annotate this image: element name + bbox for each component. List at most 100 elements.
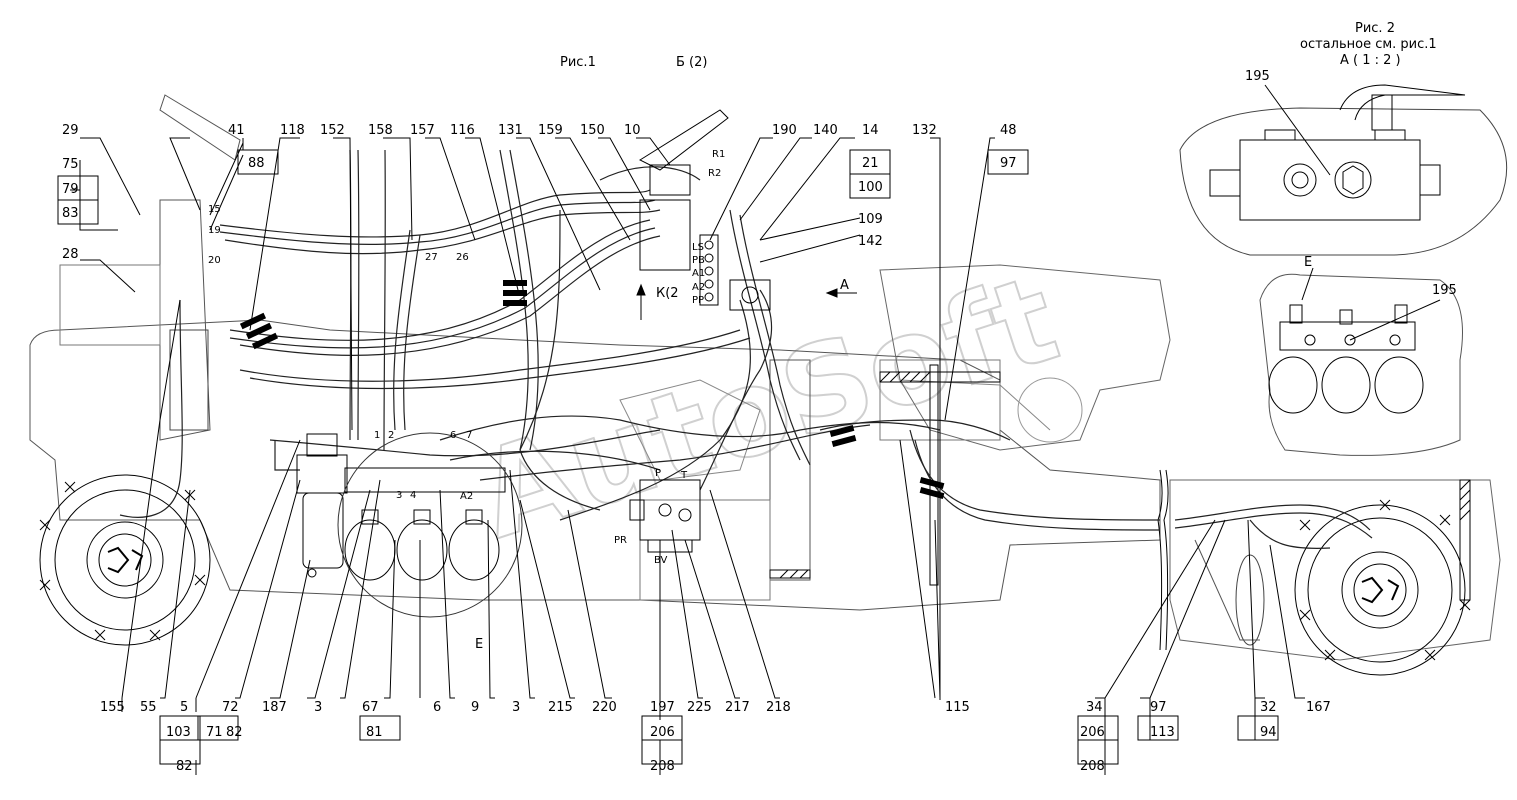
- callout-3-right: 3: [512, 700, 520, 715]
- label-27: 27: [425, 252, 438, 263]
- callout-197: 197: [650, 700, 675, 715]
- view-a-title: А ( 1 : 2 ): [1340, 53, 1401, 68]
- callout-157: 157: [410, 123, 435, 138]
- fig2-title: Рис. 2: [1355, 21, 1395, 36]
- leader-lines-top: [70, 137, 995, 700]
- callout-208: 208: [650, 759, 675, 774]
- callout-75: 75: [62, 157, 79, 172]
- callout-94: 94: [1260, 725, 1277, 740]
- callout-206: 206: [650, 725, 675, 740]
- callout-48: 48: [1000, 123, 1017, 138]
- label-port-4: 4: [410, 490, 416, 501]
- callout-97-top: 97: [1000, 156, 1017, 171]
- callout-225: 225: [687, 700, 712, 715]
- callout-220: 220: [592, 700, 617, 715]
- callout-206-right: 206: [1080, 725, 1105, 740]
- callout-72: 72: [222, 700, 239, 715]
- callout-158: 158: [368, 123, 393, 138]
- callout-150: 150: [580, 123, 605, 138]
- callout-217: 217: [725, 700, 750, 715]
- callout-159: 159: [538, 123, 563, 138]
- rear-wheel: [1294, 499, 1471, 676]
- callout-14: 14: [862, 123, 879, 138]
- hose-clamps: [239, 280, 945, 500]
- label-20: 20: [208, 255, 221, 266]
- callout-208-right: 208: [1080, 759, 1105, 774]
- callout-28: 28: [62, 247, 79, 262]
- valve-port-ls: LS: [692, 242, 704, 253]
- front-wheel: [39, 474, 211, 646]
- label-19: 19: [208, 225, 221, 236]
- callout-116: 116: [450, 123, 475, 138]
- callout-97: 97: [1150, 700, 1167, 715]
- label-port-7: 7: [466, 430, 472, 441]
- label-r2: R2: [708, 168, 721, 179]
- inset-view-a: [1179, 84, 1508, 256]
- callout-100: 100: [858, 180, 883, 195]
- label-bv: BV: [654, 555, 668, 566]
- callout-83: 83: [62, 206, 79, 221]
- callout-218: 218: [766, 700, 791, 715]
- view-e-label: Е: [475, 637, 483, 652]
- callout-32: 32: [1260, 700, 1277, 715]
- leader-lines-bottom: [121, 299, 1305, 775]
- callout-34: 34: [1086, 700, 1103, 715]
- callout-190: 190: [772, 123, 797, 138]
- callout-81: 81: [366, 725, 383, 740]
- callout-5: 5: [180, 700, 188, 715]
- callout-113: 113: [1150, 725, 1175, 740]
- filter: [296, 433, 348, 578]
- callout-118: 118: [280, 123, 305, 138]
- label-p: P: [655, 468, 661, 479]
- inset-view-e: [1259, 267, 1463, 456]
- brake-valve-block: [629, 479, 701, 553]
- view-k-label: К(2: [656, 286, 679, 301]
- callout-82-left: 82: [176, 759, 193, 774]
- callout-21: 21: [862, 156, 879, 171]
- label-port-3: 3: [396, 490, 402, 501]
- callout-9: 9: [471, 700, 479, 715]
- callout-142: 142: [858, 234, 883, 249]
- callout-215: 215: [548, 700, 573, 715]
- callout-115: 115: [945, 700, 970, 715]
- view-arrows: [636, 283, 857, 320]
- inset-callout-195-e: 195: [1432, 283, 1457, 298]
- callout-29: 29: [62, 123, 79, 138]
- arrow-a-label: А: [840, 278, 849, 293]
- label-port-2: 2: [388, 430, 394, 441]
- label-26: 26: [456, 252, 469, 263]
- callout-6: 6: [433, 700, 441, 715]
- callout-103: 103: [166, 725, 191, 740]
- pedal-valve: [638, 109, 771, 311]
- inset-callout-195-a: 195: [1245, 69, 1270, 84]
- valve-port-a2: A2: [692, 282, 705, 293]
- view-b-title: Б (2): [676, 55, 707, 70]
- fig2-note: остальное см. рис.1: [1300, 37, 1437, 52]
- fig1-title: Рис.1: [560, 55, 596, 70]
- callout-10: 10: [624, 123, 641, 138]
- callout-131: 131: [498, 123, 523, 138]
- label-15: 15: [208, 204, 221, 215]
- callout-88: 88: [248, 156, 265, 171]
- callout-152: 152: [320, 123, 345, 138]
- callout-79: 79: [62, 182, 79, 197]
- hose-bundle: [119, 149, 1373, 549]
- callout-155: 155: [100, 700, 125, 715]
- valve-port-pp: PP: [692, 295, 704, 306]
- callout-boxes: [57, 149, 1279, 765]
- label-t: T: [680, 470, 688, 481]
- callout-67: 67: [362, 700, 379, 715]
- inset-view-e-label: Е: [1304, 255, 1312, 270]
- callout-71: 71: [206, 725, 223, 740]
- label-a2-accum: A2: [460, 491, 473, 502]
- callout-140: 140: [813, 123, 838, 138]
- callout-55: 55: [140, 700, 157, 715]
- label-r1: R1: [712, 149, 725, 160]
- accumulators: [337, 432, 523, 618]
- callout-187: 187: [262, 700, 287, 715]
- callout-82: 82: [226, 725, 243, 740]
- valve-port-a1: A1: [692, 268, 705, 279]
- callout-109: 109: [858, 212, 883, 227]
